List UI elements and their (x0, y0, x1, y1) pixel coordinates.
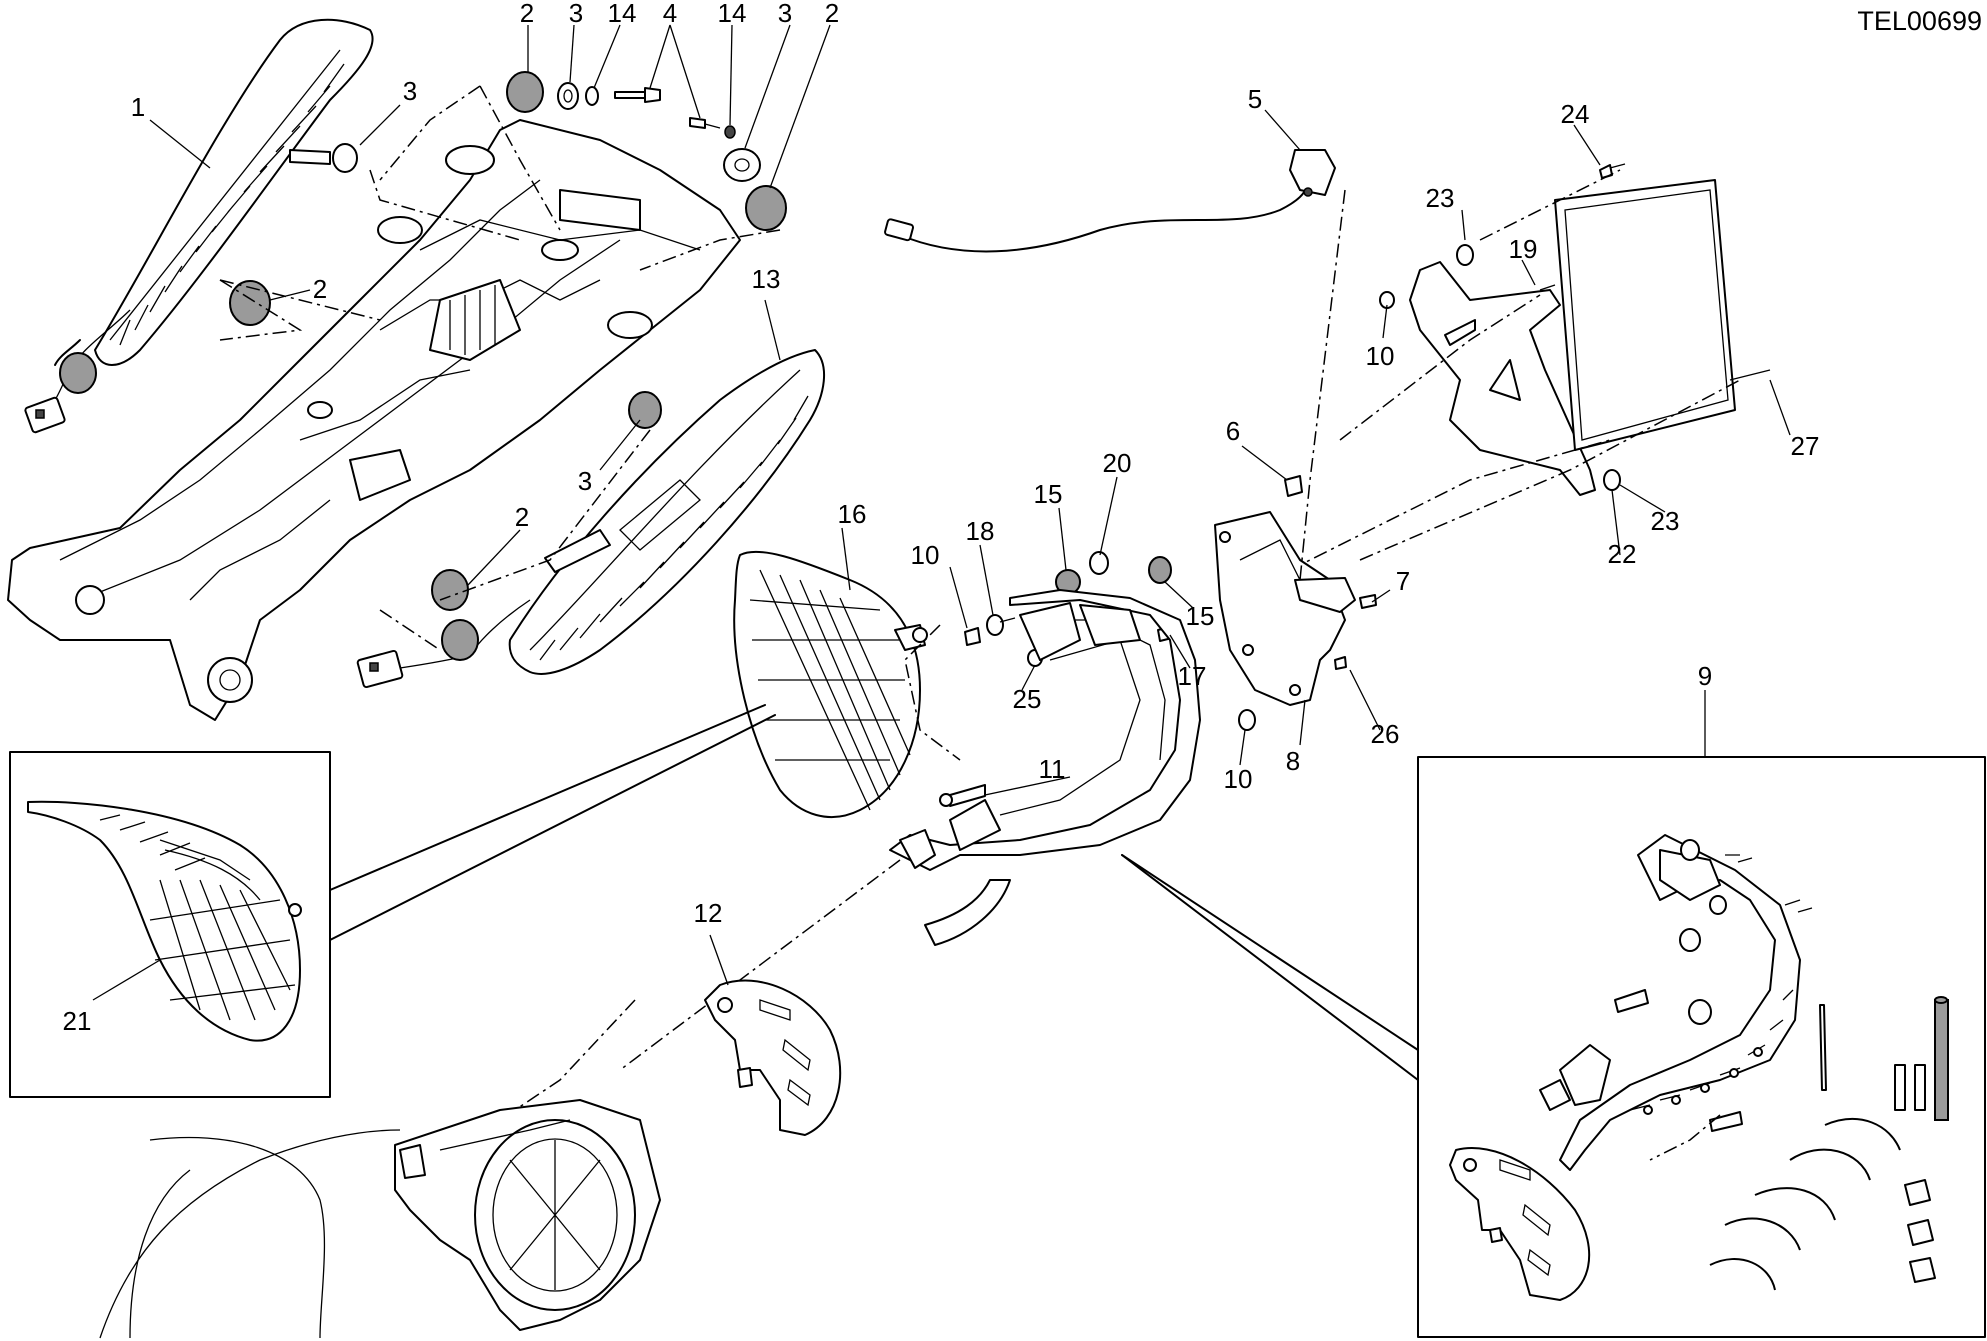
part-8-bracket (1214, 189, 1356, 706)
plate-hardware (1289, 163, 1771, 571)
callout-26: 26 (1371, 719, 1400, 749)
callout-6: 6 (1226, 416, 1240, 446)
callout-3: 3 (578, 466, 592, 496)
rear-subframe (7, 119, 741, 721)
callout-4: 4 (663, 0, 677, 28)
callout-23: 23 (1426, 183, 1455, 213)
callout-24: 24 (1561, 99, 1590, 129)
inset-21-box (9, 704, 776, 1098)
part-5-sensor-cable (884, 149, 1336, 253)
part-13-connector (356, 529, 611, 689)
callout-10: 10 (911, 540, 940, 570)
callout-17: 17 (1178, 661, 1207, 691)
part-16-tail-light (733, 550, 961, 819)
callout-2: 2 (515, 502, 529, 532)
callout-2: 2 (825, 0, 839, 28)
drawing-code: TEL00699 (1857, 6, 1982, 36)
callout-12: 12 (694, 898, 723, 928)
callout-23: 23 (1651, 506, 1680, 536)
callout-22: 22 (1608, 539, 1637, 569)
callout-3: 3 (569, 0, 583, 28)
callout-3: 3 (403, 76, 417, 106)
callout-27: 27 (1791, 431, 1820, 461)
part-11-support-hoop (889, 589, 1201, 946)
callout-15: 15 (1186, 601, 1215, 631)
callout-8: 8 (1286, 746, 1300, 776)
callout-20: 20 (1103, 448, 1132, 478)
top-hardware-row (229, 71, 787, 429)
callout-15: 15 (1034, 479, 1063, 509)
callout-2: 2 (313, 274, 327, 304)
bracket-small-hardware (1238, 475, 1377, 731)
callout-14: 14 (718, 0, 747, 28)
leader-lines (92, 24, 1791, 1001)
callout-18: 18 (966, 516, 995, 546)
part-1-connector (24, 309, 131, 434)
hardware-dash-lines (219, 85, 781, 651)
lower-frame-section (99, 1099, 661, 1339)
callout-25: 25 (1013, 684, 1042, 714)
callout-21: 21 (63, 1006, 92, 1036)
callout-2: 2 (520, 0, 534, 28)
callout-labels: 1 2 3 14 4 14 3 2 3 2 13 3 2 5 24 23 19 … (63, 0, 1820, 1036)
callout-9: 9 (1698, 661, 1712, 691)
callout-3: 3 (778, 0, 792, 28)
callout-14: 14 (608, 0, 637, 28)
part-22-plate-bracket (1409, 179, 1736, 496)
callout-11: 11 (1039, 754, 1066, 784)
part-12-heel-guard (704, 979, 842, 1136)
callout-13: 13 (752, 264, 781, 294)
part-13-right-tail-panel (508, 349, 826, 675)
callout-10: 10 (1224, 764, 1253, 794)
part-1-left-tail-panel (54, 18, 374, 366)
callout-16: 16 (838, 499, 867, 529)
callout-5: 5 (1248, 84, 1262, 114)
callout-10: 10 (1366, 341, 1395, 371)
inset-9-kit-box (1121, 756, 1986, 1338)
callout-1: 1 (131, 92, 145, 122)
callout-19: 19 (1509, 234, 1538, 264)
callout-7: 7 (1396, 566, 1410, 596)
